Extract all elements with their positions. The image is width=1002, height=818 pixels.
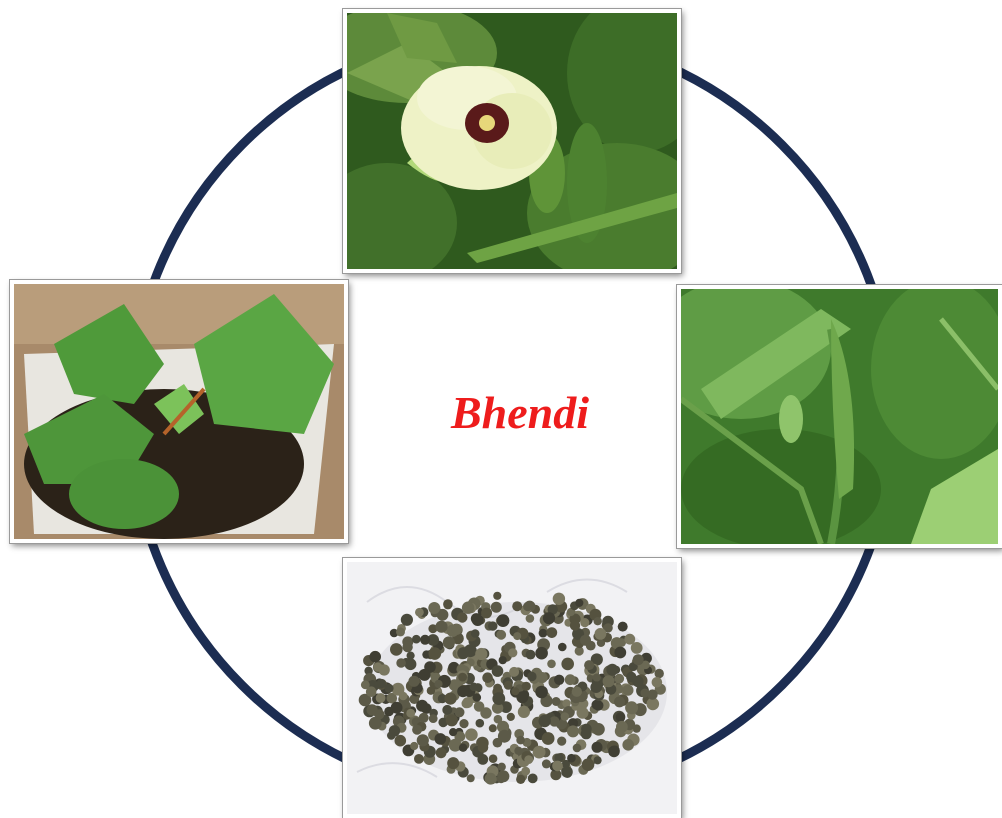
seeds-photo	[343, 558, 681, 818]
diagram-title: Bhendi	[450, 387, 590, 438]
flower-photo	[343, 9, 681, 273]
pod-photo	[677, 285, 1002, 548]
seedling-photo	[10, 280, 348, 543]
